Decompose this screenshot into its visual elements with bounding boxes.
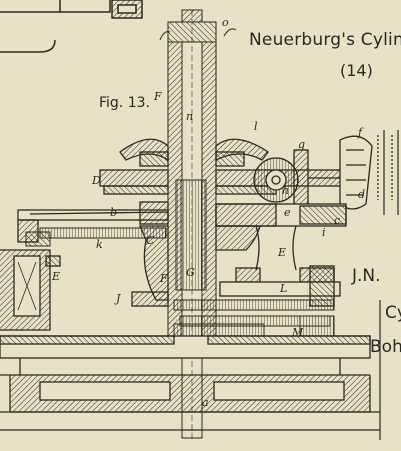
label-m: M bbox=[292, 326, 304, 339]
side-text-line-2: Cy bbox=[385, 303, 401, 323]
label-f-top: F bbox=[154, 90, 162, 103]
label-d: d bbox=[358, 188, 366, 201]
side-text-line-3: Bohr bbox=[370, 337, 401, 357]
label-o: o bbox=[222, 16, 229, 29]
label-b: b bbox=[110, 206, 118, 219]
middle-frame bbox=[17, 201, 347, 243]
label-e-right: E bbox=[278, 246, 287, 259]
label-c: c bbox=[334, 214, 341, 227]
figure-label: Fig. 13. bbox=[99, 95, 150, 111]
label-h: h bbox=[282, 184, 290, 197]
gear-train bbox=[173, 299, 335, 341]
plate-number: (14) bbox=[340, 61, 373, 80]
label-f: f bbox=[358, 126, 363, 139]
handwheel bbox=[308, 135, 393, 210]
side-text-line-1: J.N. bbox=[352, 266, 381, 286]
label-j: J bbox=[116, 292, 121, 305]
upper-beam bbox=[99, 169, 357, 195]
left-column bbox=[0, 249, 61, 331]
label-k: k bbox=[96, 238, 103, 251]
label-e-left: E bbox=[52, 270, 61, 283]
label-d-upper: D bbox=[92, 174, 101, 187]
label-i: i bbox=[322, 226, 326, 239]
right-edge-fragment bbox=[379, 130, 399, 440]
j-bracket bbox=[131, 291, 169, 307]
label-g-upper: G bbox=[186, 266, 195, 279]
plate-title: Neuerburg's Cylind bbox=[249, 30, 401, 50]
label-g: g bbox=[298, 138, 306, 151]
label-c-upper: C bbox=[146, 234, 155, 247]
label-l: l bbox=[254, 120, 258, 133]
upper-collar bbox=[119, 138, 269, 167]
label-e: e bbox=[284, 206, 291, 219]
label-a: a bbox=[202, 396, 209, 409]
label-l-upper: L bbox=[280, 282, 288, 295]
bevel-gear bbox=[253, 149, 309, 211]
label-f-mid: F bbox=[160, 272, 168, 285]
top-left-fragment bbox=[0, 0, 143, 53]
work-table bbox=[219, 265, 341, 307]
base bbox=[0, 335, 380, 431]
label-n: n bbox=[186, 110, 194, 123]
